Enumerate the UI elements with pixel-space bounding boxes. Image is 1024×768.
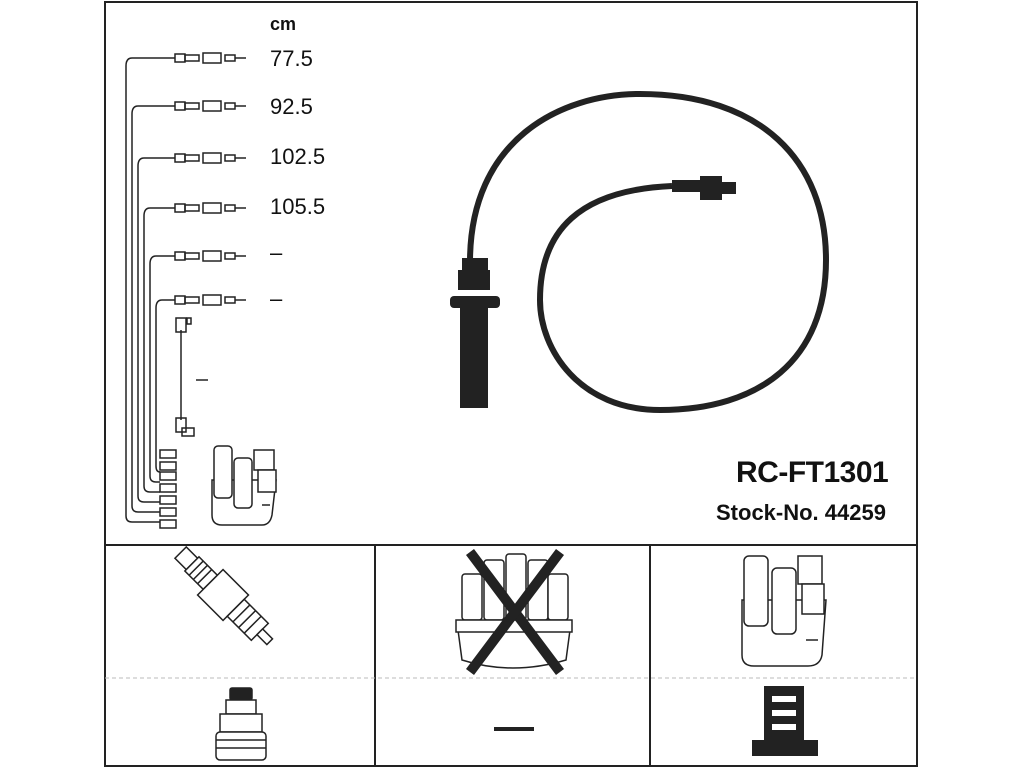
lead-length-1: 77.5 [270, 46, 313, 71]
stock-number: Stock-No. 44259 [716, 500, 886, 525]
lead-length-2: 92.5 [270, 94, 313, 119]
ignition-lead-cable [467, 90, 830, 414]
lead-length-5: – [270, 240, 283, 265]
part-number-title: RC-FT1301 [736, 456, 889, 489]
ignition-coil-icon [741, 555, 827, 667]
lead-length-3: 102.5 [270, 144, 326, 169]
coil-pack-small-icon [211, 445, 277, 526]
not-applicable-cross-icon [466, 549, 564, 675]
lead-connectors [174, 52, 246, 306]
ignition-lead-illustration [450, 90, 830, 414]
plug-boot-connector [450, 258, 500, 408]
bottom-terminals [159, 449, 177, 529]
unit-label: cm [270, 14, 297, 34]
spark-plug-icon [173, 545, 274, 646]
frame [104, 1, 918, 767]
lead-length-4: 105.5 [270, 194, 326, 219]
coil-connector-icon [752, 686, 818, 756]
lead-length-6: – [270, 286, 283, 311]
plug-boot-icon [215, 687, 267, 761]
coil-end-connector [672, 176, 736, 200]
cable-set-diagram [125, 52, 246, 529]
